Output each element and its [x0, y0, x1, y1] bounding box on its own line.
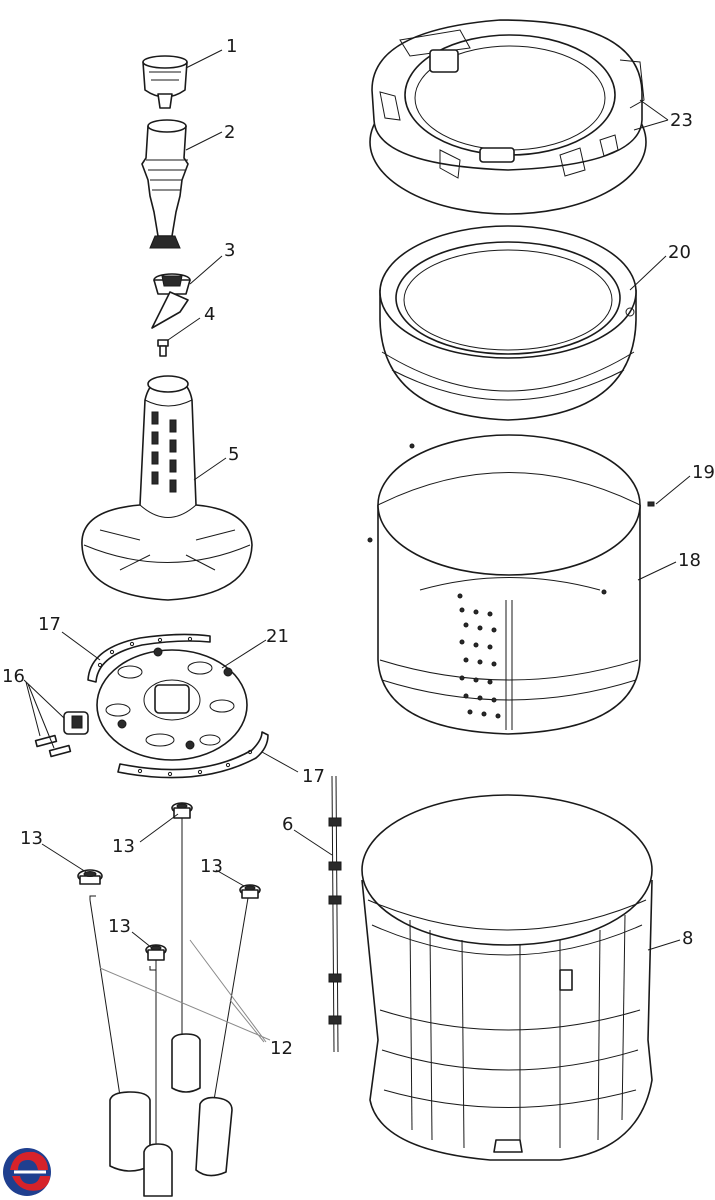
callout-13-b: 13: [112, 836, 135, 857]
part-outer-tub: [361, 794, 653, 1161]
part-clamp-and-screws: [34, 711, 89, 758]
callout-23: 23: [670, 110, 693, 131]
callout-5: 5: [228, 444, 239, 465]
part-agitator-cap: [142, 55, 188, 109]
callout-1: 1: [226, 36, 237, 57]
callout-12: 12: [270, 1038, 293, 1059]
part-bolt: [157, 339, 169, 357]
callout-13-a: 13: [20, 828, 43, 849]
callout-4: 4: [204, 304, 215, 325]
part-hub-plate: [96, 647, 248, 761]
part-tub-cover: [369, 19, 647, 215]
callout-20: 20: [668, 242, 691, 263]
part-wash-basket: [367, 434, 641, 735]
part-wire-rod: [328, 775, 342, 1053]
callout-labels: 1 2 3 4 5 6 8 12 13 13 13 13 16 17 17 18…: [2, 36, 715, 1059]
callout-16: 16: [2, 666, 25, 687]
callout-13-c: 13: [200, 856, 223, 877]
part-suspension-cap-b: [171, 802, 193, 819]
callout-19: 19: [692, 462, 715, 483]
part-suspension-cap-d: [145, 944, 167, 961]
callout-21: 21: [266, 626, 289, 647]
callout-6: 6: [282, 814, 293, 835]
part-screw: [647, 501, 655, 507]
part-seal-ring-upper: [87, 633, 211, 683]
callout-13-d: 13: [108, 916, 131, 937]
part-agitator-auger: [141, 119, 189, 249]
part-balance-ring: [379, 225, 637, 421]
part-seal-ring-lower: [117, 731, 269, 779]
callout-18: 18: [678, 550, 701, 571]
part-agitator-base: [81, 375, 253, 601]
brand-logo: [3, 1148, 51, 1196]
part-drive-bell: [151, 273, 191, 329]
callout-17-a: 17: [38, 614, 61, 635]
callout-2: 2: [224, 122, 235, 143]
part-suspension-cap-c: [239, 884, 261, 899]
part-suspension-rods: [89, 818, 249, 1197]
callout-8: 8: [682, 928, 693, 949]
basket-perforations: [459, 607, 501, 719]
base-slots: [151, 411, 177, 493]
callout-17-b: 17: [302, 766, 325, 787]
part-suspension-cap-a: [77, 869, 103, 885]
callout-3: 3: [224, 240, 235, 261]
leader-lines: [23, 49, 691, 1043]
